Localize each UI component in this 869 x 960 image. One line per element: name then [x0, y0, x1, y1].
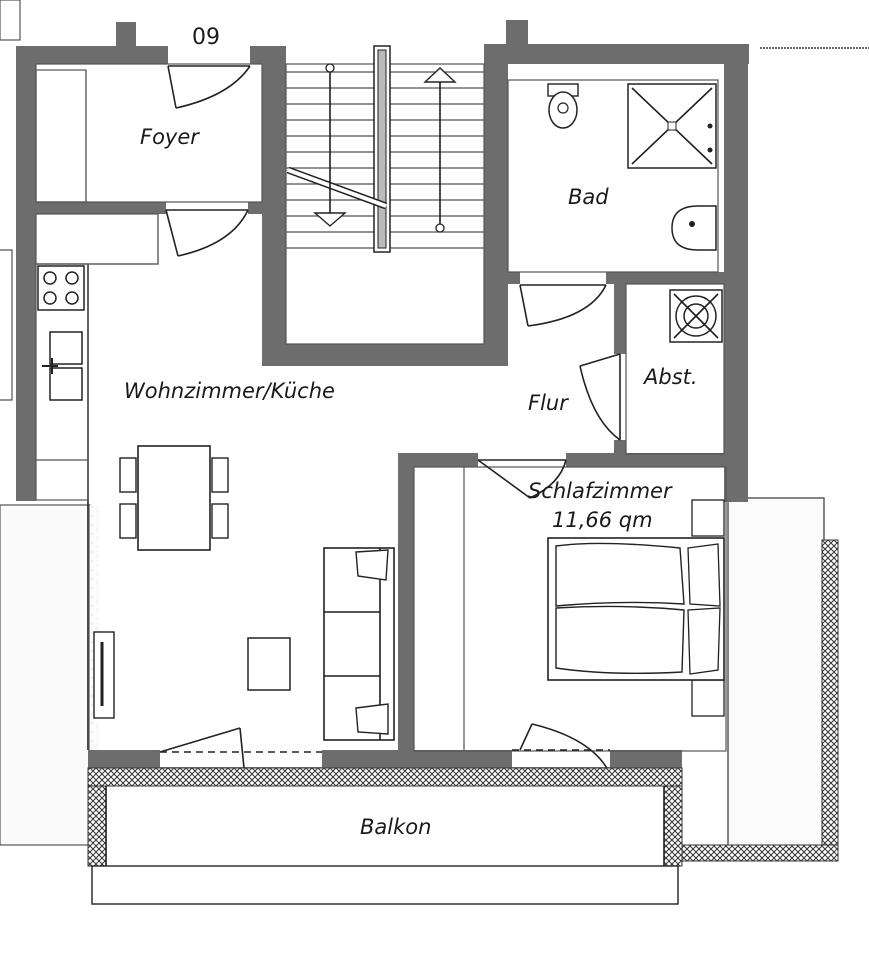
staircase: [285, 45, 485, 345]
shower-icon: [627, 83, 717, 169]
room-label-balkon: Balkon: [360, 815, 431, 839]
room-label-schlafzimmer: Schlafzimmer: [528, 479, 673, 503]
sofa: [323, 547, 395, 741]
boiler-icon: [669, 289, 723, 343]
tv-unit: [93, 631, 115, 719]
room-area-schlafzimmer: 11,66 qm: [552, 508, 653, 532]
room-labels: 09 Foyer Bad Wohnzimmer/Küche Flur Abst.…: [124, 25, 698, 839]
room-label-wohnkueche: Wohnzimmer/Küche: [124, 379, 335, 403]
walls: [16, 20, 749, 770]
living-furniture: [93, 445, 395, 741]
washbasin-icon: [671, 205, 717, 251]
kitchen: [37, 265, 85, 401]
toilet-icon: [547, 83, 579, 129]
bed: [547, 499, 725, 717]
unit-number-label: 09: [192, 25, 220, 50]
sink-icon: [42, 331, 83, 401]
room-label-foyer: Foyer: [140, 125, 200, 149]
room-label-bad: Bad: [568, 185, 609, 209]
surroundings: [0, 0, 869, 862]
balcony: [87, 767, 683, 905]
dining-table: [119, 445, 229, 551]
stove-icon: [37, 265, 85, 311]
room-label-abst: Abst.: [642, 365, 698, 389]
bathroom-fixtures: [547, 83, 717, 251]
room-label-flur: Flur: [528, 391, 569, 415]
interior-lines: [35, 63, 727, 752]
coffee-table: [247, 637, 291, 691]
